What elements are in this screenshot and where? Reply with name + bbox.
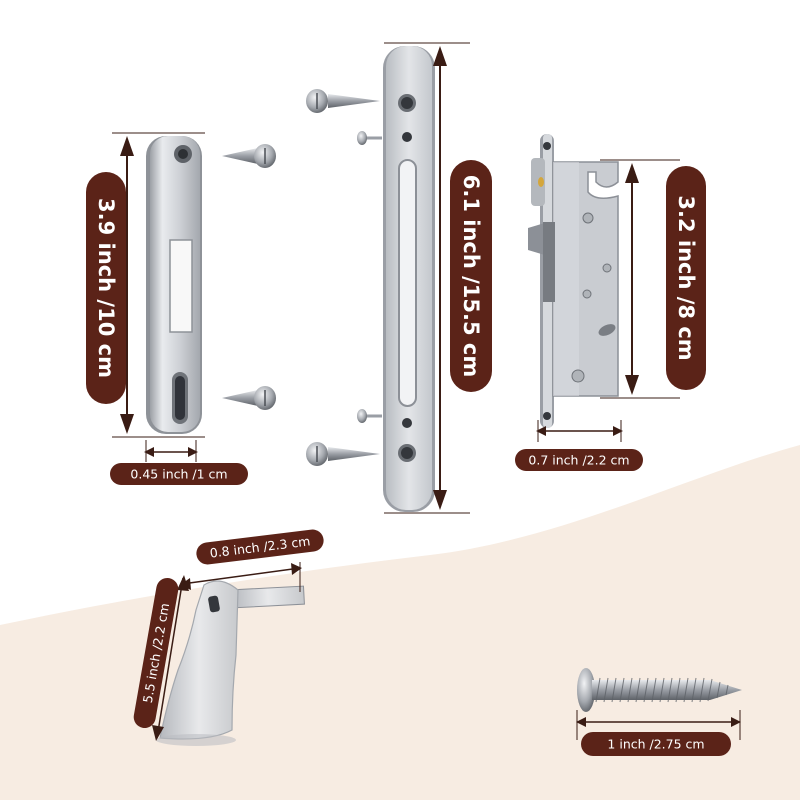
strike-plate-width-badge xyxy=(110,463,248,485)
screw-strike-top xyxy=(222,144,276,168)
keeper-plate xyxy=(383,46,435,512)
lock-body-width-label: 0.7 inch /2.2 cm xyxy=(528,453,629,468)
strike-plate-width-label: 0.45 inch /1 cm xyxy=(130,467,227,482)
strike-plate-height-badge xyxy=(86,172,126,404)
handle-width-badge xyxy=(196,529,324,565)
keeper-small-screw-bottom xyxy=(357,409,382,423)
lock-body-width-badge xyxy=(515,449,643,471)
keeper-screw-top xyxy=(306,89,380,113)
lock-body-width-dimension: 0.7 inch /2.2 cm xyxy=(515,420,643,471)
long-screw xyxy=(577,668,742,712)
keeper-height-badge xyxy=(450,160,492,392)
strike-plate-height-label: 3.9 inch /10 cm xyxy=(94,198,118,378)
keeper-small-screw-top xyxy=(357,131,382,145)
keeper-height-dimension: 6.1 inch /15.5 cm xyxy=(384,42,492,514)
screw-strike-bottom xyxy=(222,386,276,410)
screw-length-dimension: 1 inch /2.75 cm xyxy=(576,710,741,756)
lock-body-height-label: 3.2 inch /8 cm xyxy=(674,195,698,360)
keeper-screw-bottom xyxy=(306,442,380,466)
keeper-height-label: 6.1 inch /15.5 cm xyxy=(459,175,483,378)
mortise-lock-body xyxy=(528,134,619,428)
lock-body-height-dimension: 3.2 inch /8 cm xyxy=(600,159,706,399)
screw-length-label: 1 inch /2.75 cm xyxy=(607,737,704,752)
handle-height-badge xyxy=(133,577,179,729)
handle xyxy=(156,580,305,746)
screw-length-badge xyxy=(581,732,731,756)
strike-plate-height-dimension: 3.9 inch /10 cm xyxy=(86,132,205,438)
strike-plate-width-dimension: 0.45 inch /1 cm xyxy=(110,440,248,485)
lock-body-height-badge xyxy=(666,166,706,390)
strike-plate xyxy=(146,136,202,434)
